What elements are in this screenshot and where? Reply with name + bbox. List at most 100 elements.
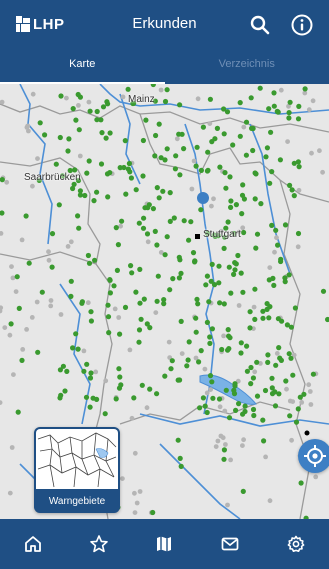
station-marker[interactable] (204, 409, 210, 416)
station-marker[interactable] (161, 297, 167, 303)
station-marker[interactable] (277, 355, 283, 361)
station-marker[interactable] (221, 131, 227, 137)
station-marker[interactable] (71, 181, 77, 187)
station-marker[interactable] (178, 463, 184, 469)
station-marker[interactable] (178, 318, 184, 324)
station-marker[interactable] (239, 211, 245, 217)
station-marker[interactable] (168, 366, 174, 372)
station-marker[interactable] (75, 346, 81, 352)
station-marker[interactable] (83, 394, 90, 400)
station-marker[interactable] (237, 100, 243, 106)
nav-home-button[interactable] (13, 524, 53, 564)
station-marker[interactable] (58, 93, 64, 99)
station-marker[interactable] (286, 115, 292, 121)
station-marker[interactable] (264, 306, 270, 312)
station-marker[interactable] (287, 99, 293, 105)
info-button[interactable] (290, 13, 314, 37)
station-marker[interactable] (84, 361, 90, 367)
station-marker[interactable] (217, 164, 223, 170)
station-marker[interactable] (232, 267, 238, 273)
station-marker[interactable] (192, 258, 198, 264)
station-marker[interactable] (277, 157, 283, 163)
station-marker[interactable] (226, 264, 232, 270)
station-marker[interactable] (226, 333, 232, 339)
station-marker[interactable] (244, 368, 250, 374)
station-marker[interactable] (68, 278, 74, 284)
station-marker[interactable] (186, 237, 192, 243)
station-marker[interactable] (203, 282, 209, 288)
station-marker[interactable] (225, 327, 231, 333)
station-marker[interactable] (269, 169, 275, 175)
station-marker[interactable] (16, 305, 22, 311)
station-marker[interactable] (210, 395, 216, 401)
station-marker[interactable] (152, 153, 158, 159)
station-marker[interactable] (193, 163, 199, 169)
station-marker[interactable] (137, 266, 143, 272)
station-marker[interactable] (209, 379, 215, 385)
station-marker[interactable] (129, 270, 135, 276)
station-marker[interactable] (130, 100, 136, 107)
station-marker[interactable] (269, 385, 275, 391)
station-marker[interactable] (286, 272, 292, 278)
station-marker[interactable] (117, 331, 123, 337)
station-marker[interactable] (123, 191, 129, 197)
station-marker[interactable] (209, 326, 215, 332)
station-marker[interactable] (216, 280, 222, 286)
station-marker[interactable] (265, 352, 271, 358)
station-marker[interactable] (121, 164, 127, 171)
station-marker[interactable] (296, 103, 302, 109)
station-marker[interactable] (131, 395, 137, 401)
station-marker[interactable] (197, 405, 203, 411)
station-marker[interactable] (116, 366, 122, 372)
station-marker[interactable] (105, 314, 112, 320)
station-marker[interactable] (263, 154, 269, 160)
station-marker[interactable] (49, 231, 56, 237)
station-marker[interactable] (292, 305, 298, 311)
station-marker[interactable] (260, 417, 266, 423)
station-marker[interactable] (295, 116, 302, 122)
station-marker[interactable] (233, 202, 239, 208)
station-marker[interactable] (269, 222, 275, 228)
station-marker[interactable] (19, 357, 25, 363)
station-marker[interactable] (247, 325, 253, 331)
station-marker[interactable] (36, 177, 42, 183)
station-marker[interactable] (138, 316, 144, 322)
station-marker[interactable] (243, 119, 250, 125)
station-marker[interactable] (200, 395, 206, 401)
station-marker[interactable] (57, 134, 63, 141)
station-marker[interactable] (320, 288, 327, 294)
station-marker[interactable] (176, 131, 182, 137)
station-marker[interactable] (67, 167, 73, 174)
station-marker[interactable] (276, 345, 282, 351)
station-marker[interactable] (35, 349, 41, 355)
station-marker[interactable] (73, 331, 79, 337)
station-marker[interactable] (237, 133, 243, 139)
station-marker[interactable] (211, 282, 218, 288)
station-marker[interactable] (250, 125, 256, 132)
station-marker[interactable] (79, 300, 85, 306)
station-marker[interactable] (133, 289, 139, 295)
station-marker[interactable] (282, 279, 288, 285)
station-marker[interactable] (297, 394, 303, 400)
station-marker[interactable] (14, 274, 20, 280)
station-marker[interactable] (114, 267, 120, 273)
station-marker[interactable] (262, 387, 269, 394)
station-marker[interactable] (72, 167, 78, 173)
station-marker[interactable] (193, 329, 199, 335)
station-marker[interactable] (162, 373, 168, 379)
station-marker[interactable] (126, 160, 132, 167)
station-marker[interactable] (264, 145, 270, 151)
station-marker[interactable] (282, 222, 289, 228)
station-marker[interactable] (221, 447, 227, 453)
station-marker[interactable] (231, 391, 238, 397)
station-marker[interactable] (100, 104, 107, 110)
station-marker[interactable] (266, 277, 272, 283)
station-marker[interactable] (267, 180, 273, 186)
station-marker[interactable] (275, 316, 281, 322)
station-marker[interactable] (150, 206, 156, 212)
tab-karte[interactable]: Karte (0, 50, 165, 84)
station-marker[interactable] (62, 388, 68, 394)
station-marker[interactable] (94, 189, 100, 195)
station-marker[interactable] (86, 260, 93, 266)
station-marker[interactable] (125, 166, 131, 172)
